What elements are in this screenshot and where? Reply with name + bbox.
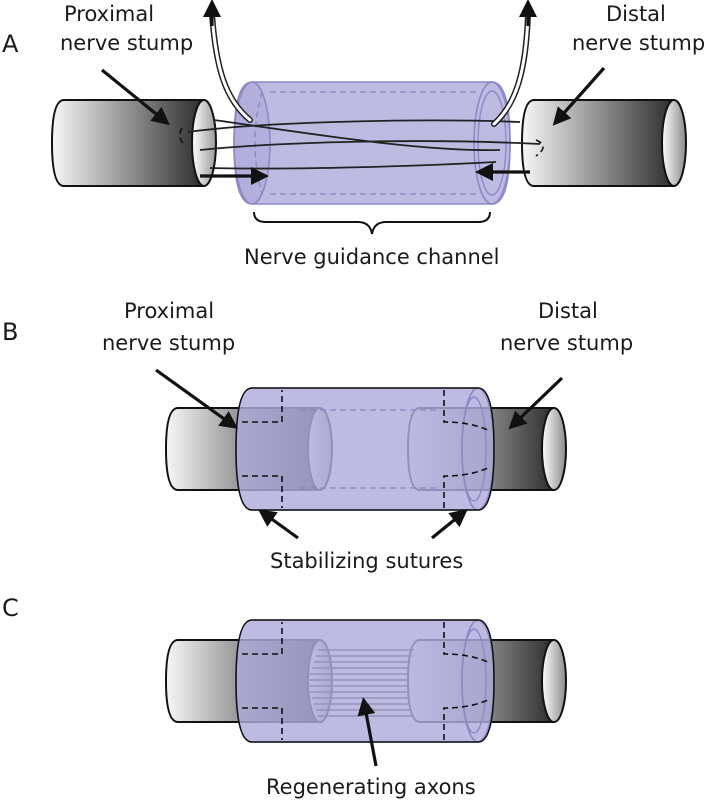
label-proximal-b-line2: nerve stump <box>102 331 235 355</box>
pointer-suture-right <box>430 508 468 540</box>
pointer-suture-left <box>257 509 299 540</box>
panel-b-letter: B <box>2 318 18 346</box>
caption-guidance-channel: Nerve guidance channel <box>244 245 500 269</box>
panel-b: B <box>2 299 633 573</box>
label-proximal-a-line2: nerve stump <box>60 31 193 55</box>
label-distal-a-line2: nerve stump <box>572 31 705 55</box>
label-distal-b-line2: nerve stump <box>500 331 633 355</box>
caption-stabilizing-sutures: Stabilizing sutures <box>270 549 463 573</box>
label-distal-b-line1: Distal <box>538 299 598 323</box>
caption-regenerating-axons: Regenerating axons <box>266 775 476 799</box>
guidance-channel-a <box>233 81 511 205</box>
label-proximal-a-line1: Proximal <box>64 2 154 26</box>
stabilizing-sutures-b <box>242 390 489 508</box>
distal-stump-a <box>520 99 687 187</box>
proximal-stump-a <box>50 99 217 187</box>
stabilizing-sutures-c <box>242 622 489 740</box>
suture-threads-a <box>178 0 544 170</box>
label-proximal-b-line1: Proximal <box>124 299 214 323</box>
panel-a: A <box>2 0 705 269</box>
panel-c: C <box>2 594 567 799</box>
pointer-distal-b <box>508 376 564 430</box>
pointer-proximal-a <box>100 68 170 126</box>
panel-a-letter: A <box>2 30 19 58</box>
channel-brace-a <box>253 211 491 235</box>
guidance-channel-c <box>235 619 495 743</box>
pointer-proximal-b <box>155 368 239 429</box>
panel-c-letter: C <box>2 594 19 622</box>
guidance-channel-b <box>235 387 495 511</box>
pointer-axons <box>357 697 378 767</box>
pointer-distal-a <box>552 66 606 126</box>
label-distal-a-line1: Distal <box>606 2 666 26</box>
